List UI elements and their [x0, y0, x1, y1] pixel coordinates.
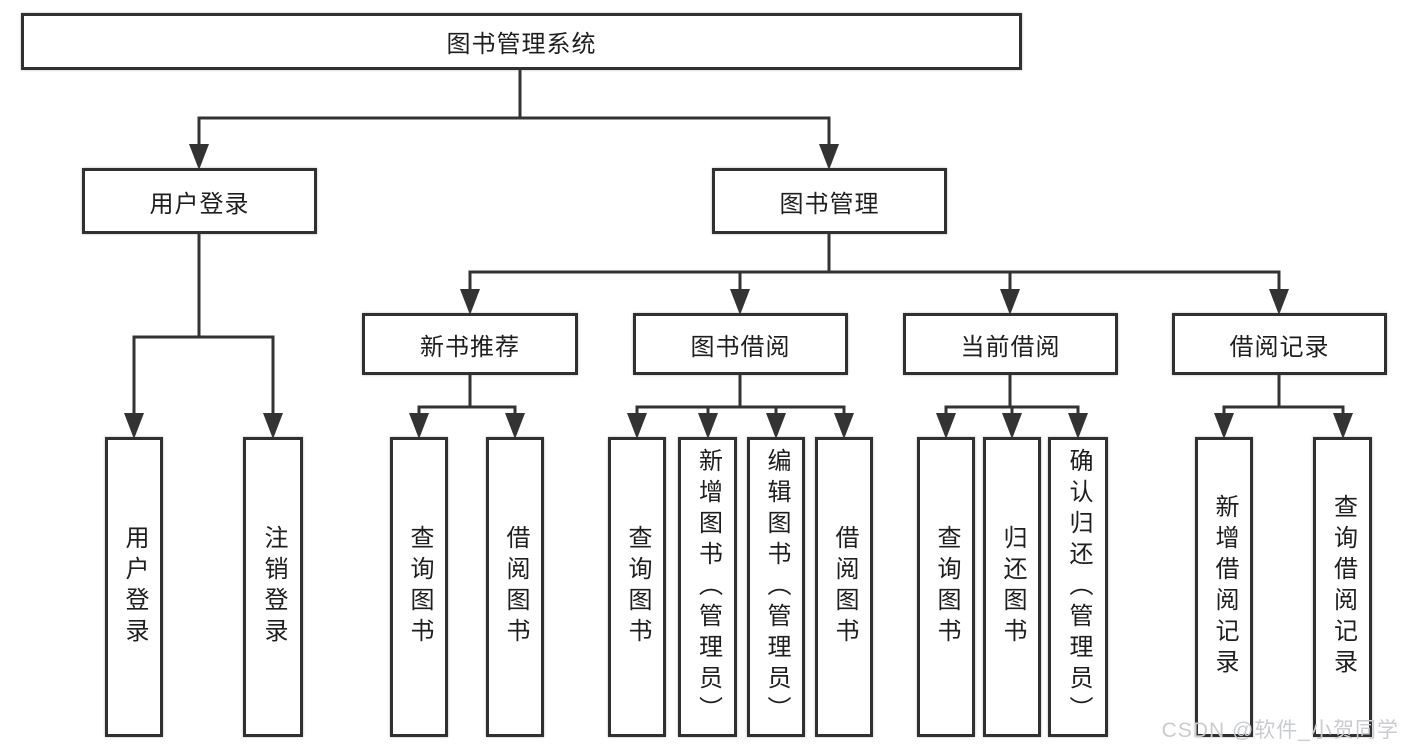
node-library-management-system: 图书管理系统 [21, 13, 1022, 70]
leaf-add-books-admin-label: 新增图书（管理员） [694, 447, 722, 727]
leaf-query-books-3-label: 查询图书 [933, 525, 960, 649]
leaf-return-books: 归还图书 [983, 437, 1041, 737]
node-book-borrowing: 图书借阅 [633, 313, 848, 375]
leaf-logout-label: 注销登录 [260, 525, 287, 649]
leaf-return-books-label: 归还图书 [999, 525, 1026, 649]
leaf-confirm-return-admin-label: 确认归还（管理员） [1065, 447, 1092, 727]
leaf-query-books-2: 查询图书 [608, 437, 666, 737]
node-new-book-recommendation: 新书推荐 [362, 313, 578, 375]
node-book-management: 图书管理 [712, 168, 947, 234]
leaf-edit-books-admin: 编辑图书（管理员） [747, 437, 805, 737]
leaf-edit-books-admin-label: 编辑图书（管理员） [763, 447, 790, 727]
leaf-borrow-books-1-label: 借阅图书 [502, 525, 529, 649]
leaf-user-login: 用户登录 [105, 437, 163, 737]
leaf-borrow-books-2: 借阅图书 [815, 437, 873, 737]
leaf-query-borrow-record-label: 查询借阅记录 [1329, 494, 1357, 680]
csdn-watermark: CSDN @软件_小贺同学 [1161, 719, 1399, 742]
leaf-confirm-return-admin: 确认归还（管理员） [1048, 437, 1108, 737]
leaf-borrow-books-1: 借阅图书 [486, 437, 544, 737]
leaf-query-books-1: 查询图书 [390, 437, 448, 737]
leaf-borrow-books-2-label: 借阅图书 [831, 525, 858, 649]
leaf-logout: 注销登录 [243, 437, 303, 737]
leaf-add-borrow-record: 新增借阅记录 [1195, 437, 1253, 737]
leaf-query-books-1-label: 查询图书 [406, 525, 433, 649]
leaf-query-books-2-label: 查询图书 [624, 525, 651, 649]
node-user-login-group: 用户登录 [82, 168, 317, 234]
leaf-add-borrow-record-label: 新增借阅记录 [1211, 494, 1238, 680]
leaf-add-books-admin: 新增图书（管理员） [678, 437, 737, 737]
leaf-query-books-3: 查询图书 [917, 437, 975, 737]
leaf-query-borrow-record: 查询借阅记录 [1313, 437, 1372, 737]
node-borrowing-records: 借阅记录 [1172, 313, 1387, 375]
node-current-borrowing: 当前借阅 [903, 313, 1118, 375]
leaf-user-login-label: 用户登录 [121, 525, 148, 649]
